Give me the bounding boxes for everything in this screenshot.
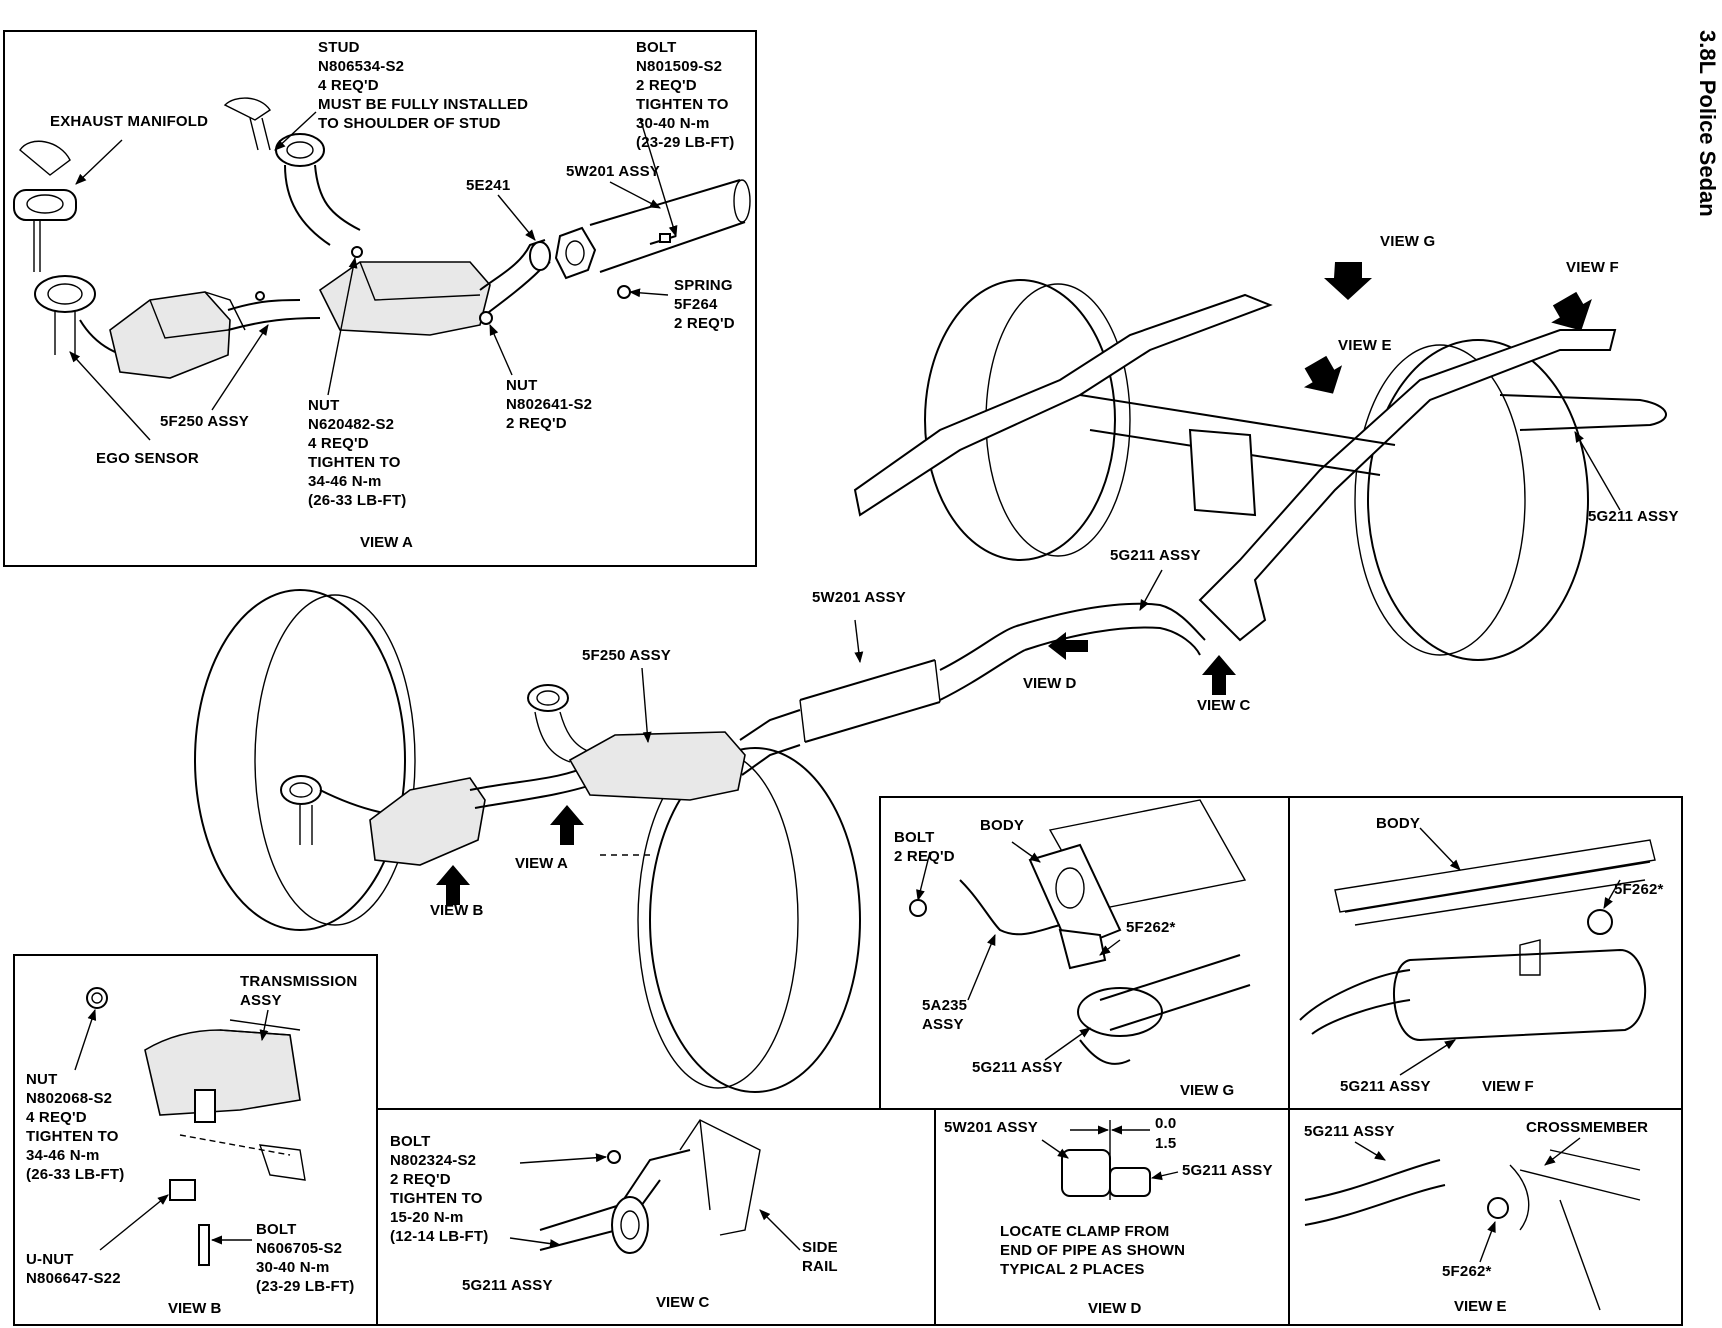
label-dim-top: 0.0 bbox=[1155, 1115, 1177, 1132]
label-ego-sensor: EGO SENSOR bbox=[96, 450, 199, 467]
label-5f262-e: 5F262* bbox=[1442, 1263, 1492, 1280]
label-5w201-a: 5W201 ASSY bbox=[566, 163, 660, 180]
view-g-arrow bbox=[1324, 262, 1372, 300]
panel-frames bbox=[3, 30, 1683, 1326]
label-main-5g211-right: 5G211 ASSY bbox=[1588, 508, 1679, 525]
label-spring: SPRING 5F264 2 REQ'D bbox=[674, 277, 735, 332]
label-body-f: BODY bbox=[1376, 815, 1421, 832]
label-main-5g211-mid: 5G211 ASSY bbox=[1110, 547, 1201, 564]
main-vehicle-drawing bbox=[194, 262, 1667, 1093]
label-5g211-d: 5G211 ASSY bbox=[1182, 1162, 1273, 1179]
title-view-d: VIEW D bbox=[1088, 1300, 1142, 1317]
label-body-g: BODY bbox=[980, 817, 1025, 834]
label-5w201-d: 5W201 ASSY bbox=[944, 1119, 1038, 1136]
label-transmission: TRANSMISSION ASSY bbox=[240, 973, 358, 1009]
title-view-c: VIEW C bbox=[656, 1294, 710, 1311]
label-main-5w201: 5W201 ASSY bbox=[812, 589, 906, 606]
label-nut-right: NUT N802641-S2 2 REQ'D bbox=[506, 377, 593, 432]
label-clamp-note: LOCATE CLAMP FROM END OF PIPE AS SHOWN T… bbox=[1000, 1223, 1186, 1278]
leader-ego bbox=[69, 351, 151, 441]
leader-exhaust-manifold bbox=[75, 139, 123, 185]
view-g-drawing bbox=[909, 799, 1251, 1065]
leader-5w201 bbox=[609, 181, 661, 209]
leader-spring bbox=[628, 288, 669, 298]
label-5g211-e: 5G211 ASSY bbox=[1304, 1123, 1395, 1140]
label-main-view-f: VIEW F bbox=[1566, 259, 1619, 276]
label-nut-mid: NUT N620482-S2 4 REQ'D TIGHTEN TO 34-46 … bbox=[308, 397, 407, 509]
view-e-arrow bbox=[1303, 355, 1343, 394]
title-view-g: VIEW G bbox=[1180, 1082, 1235, 1099]
label-5f262-g: 5F262* bbox=[1126, 919, 1176, 936]
view-b-drawing bbox=[74, 987, 306, 1266]
view-a-arrow bbox=[550, 805, 584, 845]
label-bolt-b: BOLT N606705-S2 30-40 N-m (23-29 LB-FT) bbox=[256, 1221, 355, 1295]
label-side-rail: SIDE RAIL bbox=[802, 1239, 838, 1275]
leader-bolt bbox=[639, 117, 678, 238]
label-crossmember: CROSSMEMBER bbox=[1526, 1119, 1649, 1136]
label-main-view-c: VIEW C bbox=[1197, 697, 1251, 714]
label-main-view-a: VIEW A bbox=[515, 855, 568, 872]
label-5a235: 5A235 ASSY bbox=[922, 997, 968, 1033]
label-main-view-e: VIEW E bbox=[1338, 337, 1392, 354]
label-exhaust-manifold: EXHAUST MANIFOLD bbox=[50, 113, 209, 130]
label-5g211-g: 5G211 ASSY bbox=[972, 1059, 1063, 1076]
view-e-drawing bbox=[1304, 1137, 1641, 1311]
vehicle-title: 3.8L Police Sedan bbox=[1695, 30, 1720, 217]
label-main-view-d: VIEW D bbox=[1023, 675, 1077, 692]
label-stud: STUD N806534-S2 4 REQ'D MUST BE FULLY IN… bbox=[318, 39, 529, 132]
title-view-e: VIEW E bbox=[1454, 1298, 1507, 1315]
label-5f250-a: 5F250 ASSY bbox=[160, 413, 249, 430]
label-main-view-b: VIEW B bbox=[430, 902, 484, 919]
view-a-drawing bbox=[13, 97, 751, 441]
label-bolt-a: BOLT N801509-S2 2 REQ'D TIGHTEN TO 30-40… bbox=[636, 39, 735, 151]
label-5g211-f: 5G211 ASSY bbox=[1340, 1078, 1431, 1095]
view-d-frame bbox=[934, 1108, 1290, 1326]
leader-5f250 bbox=[211, 324, 269, 411]
label-5f262-f: 5F262* bbox=[1614, 881, 1664, 898]
view-d-arrow bbox=[1048, 632, 1088, 660]
title-view-f: VIEW F bbox=[1482, 1078, 1534, 1095]
view-f-arrow bbox=[1551, 291, 1592, 331]
view-c-drawing bbox=[509, 1119, 801, 1254]
view-c-arrow bbox=[1202, 655, 1236, 695]
leader-5e241 bbox=[497, 194, 536, 241]
title-view-a: VIEW A bbox=[360, 534, 413, 551]
label-5g211-c: 5G211 ASSY bbox=[462, 1277, 553, 1294]
label-unut: U-NUT N806647-S22 bbox=[26, 1251, 121, 1287]
leader-nut-mid bbox=[327, 256, 358, 396]
label-bolt-c: BOLT N802324-S2 2 REQ'D TIGHTEN TO 15-20… bbox=[390, 1133, 489, 1245]
label-5e241: 5E241 bbox=[466, 177, 511, 194]
label-bolt-g: BOLT 2 REQ'D bbox=[894, 829, 955, 865]
label-nut-b: NUT N802068-S2 4 REQ'D TIGHTEN TO 34-46 … bbox=[26, 1071, 125, 1183]
label-main-5f250: 5F250 ASSY bbox=[582, 647, 671, 664]
title-view-b: VIEW B bbox=[168, 1300, 222, 1317]
leader-stud bbox=[274, 111, 317, 151]
label-main-view-g: VIEW G bbox=[1380, 233, 1436, 250]
view-d-drawing bbox=[1041, 1120, 1179, 1200]
view-e-frame bbox=[1288, 1108, 1683, 1326]
view-f-drawing bbox=[1299, 827, 1656, 1076]
leader-nut-right bbox=[489, 323, 513, 376]
view-b-arrow bbox=[436, 865, 470, 905]
label-dim-bottom: 1.5 bbox=[1155, 1135, 1177, 1152]
view-a-frame bbox=[3, 30, 757, 567]
